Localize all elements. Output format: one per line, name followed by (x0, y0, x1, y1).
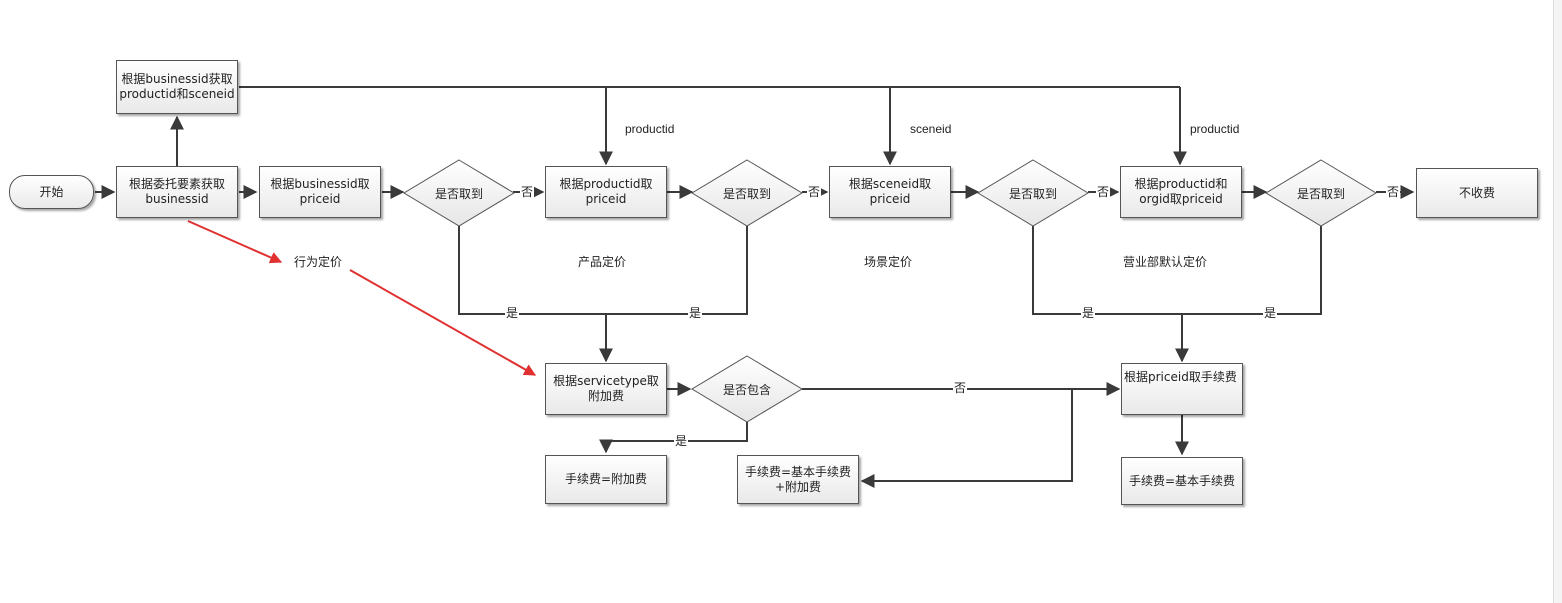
fee-base-plus-node: 手续费=基本手续费+附加费 (737, 455, 859, 504)
sceneid-priceid-node: 根据sceneid取priceid (829, 166, 951, 218)
window-edge-strip (1553, 0, 1562, 603)
edge-label-no-d1: 否 (520, 185, 535, 199)
edge-yes-merge-left (458, 226, 748, 315)
productid-priceid-node: 根据productid取priceid (545, 166, 667, 218)
edge-label-no-d3: 否 (1096, 185, 1111, 199)
get-productid-sceneid-node: 根据businessid获取productid和sceneid (116, 60, 238, 114)
fee-additional-node: 手续费=附加费 (545, 455, 667, 504)
edge-label-yes-4: 是 (1263, 306, 1278, 320)
annotation-arrow-2 (349, 269, 537, 376)
section-label-scene: 场景定价 (864, 255, 913, 269)
edge-label-productid-2: productid (1190, 122, 1240, 136)
decision-d4-label: 是否取到 (1296, 186, 1345, 201)
edge-label-no-d4: 否 (1386, 185, 1401, 199)
edge-label-yes-2: 是 (688, 306, 703, 320)
decision-d1-label: 是否取到 (434, 186, 483, 201)
decision-d5-shape (691, 355, 803, 423)
servicetype-fee-node: 根据servicetype取附加费 (545, 363, 667, 415)
edge-yes-merge-right (1032, 226, 1322, 315)
edge-label-no-d2: 否 (807, 185, 822, 199)
edge-label-yes-1: 是 (505, 306, 520, 320)
productid-orgid-priceid-node: 根据productid和orgid取priceid (1120, 166, 1242, 218)
decision-d2-label: 是否取到 (722, 186, 771, 201)
edge-label-no-d5: 否 (953, 381, 968, 395)
edge-label-sceneid: sceneid (910, 122, 952, 136)
edge-label-productid-1: productid (625, 122, 675, 136)
no-fee-node: 不收费 (1416, 168, 1538, 218)
edge-label-yes-3: 是 (1081, 306, 1096, 320)
businessid-priceid-node: 根据businessid取priceid (259, 166, 381, 218)
get-businessid-node: 根据委托要素获取businessid (116, 166, 238, 218)
section-label-branch: 营业部默认定价 (1123, 255, 1208, 269)
start-node: 开始 (9, 175, 94, 209)
decision-d3-label: 是否取到 (1008, 186, 1057, 201)
decision-d3-shape (977, 159, 1089, 227)
fee-base-node: 手续费=基本手续费 (1121, 457, 1243, 505)
edge-to-feebaseplus (860, 389, 1073, 488)
edge-label-yes-d5: 是 (674, 434, 689, 448)
decision-d2-shape (691, 159, 803, 227)
annotation-arrow-1 (187, 220, 283, 264)
decision-d1-shape (403, 159, 515, 227)
section-label-behavior: 行为定价 (294, 255, 343, 269)
section-label-product: 产品定价 (578, 255, 627, 269)
decision-d5-label: 是否包含 (722, 382, 771, 397)
decision-d4-shape (1265, 159, 1377, 227)
priceid-fee-node: 根据priceid取手续费 (1121, 363, 1243, 415)
